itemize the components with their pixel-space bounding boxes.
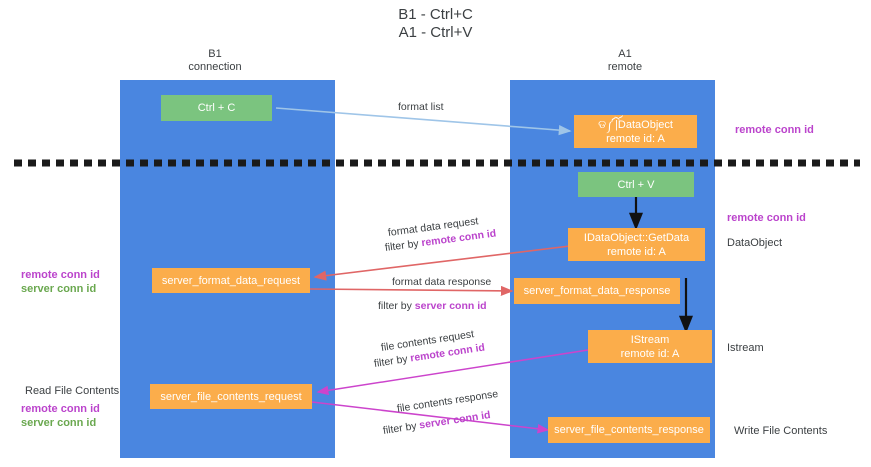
filter-key-server-conn-id: server conn id [418,409,492,432]
node-ctrl-c[interactable]: Ctrl + C [161,95,272,121]
node-idataobject[interactable]: ଡ༼ོ|DataObject remote id: A [574,115,697,148]
node-idataobject-subtitle: remote id: A [606,132,665,145]
node-server-format-data-response[interactable]: server_format_data_response [514,278,680,304]
node-ctrl-v[interactable]: Ctrl + V [578,172,694,197]
column-header-b1-line2: connection [188,61,242,73]
edge-label-format-list: format list [398,101,444,113]
edge-label-format-data-response: format data response [392,276,492,288]
filter-prefix: filter by [378,300,415,312]
node-istream-subtitle: remote id: A [620,347,680,360]
annotation-left-server-conn-id-2: server conn id [21,417,97,429]
column-header-a1: A1 remote [545,48,705,74]
annotation-right-dataobject: DataObject [727,237,783,249]
node-ctrl-c-label: Ctrl + C [197,102,236,114]
annotation-left-server-conn-id-1: server conn id [21,283,97,295]
node-server-format-data-request[interactable]: server_format_data_request [152,268,310,293]
annotation-right-remote-conn-id-top: remote conn id [735,124,814,136]
title-line-2: A1 - Ctrl+V [398,24,473,41]
node-istream[interactable]: IStream remote id: A [588,330,712,363]
column-header-b1: B1 connection [135,48,295,74]
node-ctrl-v-label: Ctrl + V [617,178,655,191]
column-header-a1-line1: A1 [618,48,632,60]
node-istream-title: IStream [630,333,670,346]
filter-key-server-conn-id: server conn id [414,300,487,312]
annotation-right-remote-conn-id-mid: remote conn id [727,212,806,224]
node-idataobject-title: ଡ༼ོ|DataObject [598,118,673,131]
node-idataobject-getdata[interactable]: IDataObject::GetData remote id: A [568,228,705,261]
column-header-b1-line1: B1 [208,48,222,60]
filter-prefix: filter by [384,237,423,254]
annotation-right-istream: Istream [727,342,764,354]
edge-label-format-data-response-filter: filter by server conn id [378,299,487,313]
node-sfcreq-label: server_file_contents_request [160,390,302,403]
annotation-left-read-file-contents: Read File Contents [25,385,120,397]
page-title: B1 - Ctrl+C A1 - Ctrl+V [0,6,871,42]
node-getdata-title: IDataObject::GetData [583,231,690,244]
filter-prefix: filter by [382,419,421,437]
node-sfdreq-label: server_format_data_request [161,274,301,287]
title-line-1: B1 - Ctrl+C [398,6,473,23]
node-server-file-contents-response[interactable]: server_file_contents_response [548,417,710,443]
annotation-right-write-file-contents: Write File Contents [734,425,828,437]
annotation-left-remote-conn-id-2: remote conn id [21,403,100,415]
filter-prefix: filter by [373,352,412,370]
annotation-left-remote-conn-id-1: remote conn id [21,269,100,281]
node-getdata-subtitle: remote id: A [607,245,666,258]
column-header-a1-line2: remote [607,61,643,73]
node-server-file-contents-request[interactable]: server_file_contents_request [150,384,312,409]
node-sfdresp-label: server_format_data_response [523,285,671,297]
node-sfcresp-label: server_file_contents_response [554,424,704,436]
arrow-format-data-response [309,285,514,297]
